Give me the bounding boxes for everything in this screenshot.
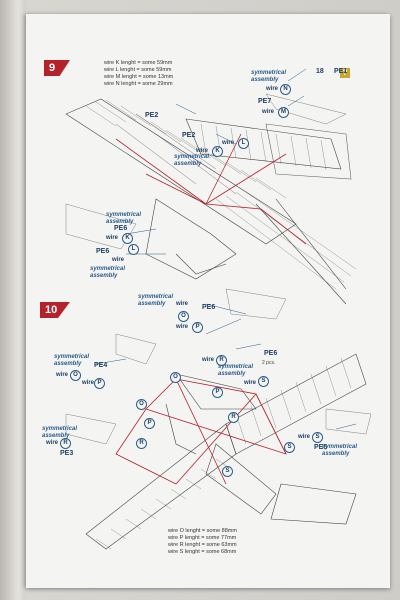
wire-o-marker: O (178, 311, 189, 322)
part-number: 18 (316, 68, 324, 75)
wire-legend-row: wire R lenght = some 63mm (168, 542, 237, 548)
wire-p-marker: P (94, 378, 105, 389)
wire-label: wire (222, 140, 235, 146)
wire-label: wire (56, 372, 69, 378)
wire-label: wire (196, 148, 209, 154)
symmetrical-assembly-label: symmetrical assembly (218, 364, 254, 377)
wire-label: wire (46, 440, 59, 446)
wire-legend-row: wire M lenght = some 13mm (104, 74, 174, 80)
wire-s-marker: S (222, 466, 233, 477)
wire-r-marker: R (216, 355, 227, 366)
wire-label: wire (262, 109, 275, 115)
part-number: PE6 (96, 248, 110, 255)
wire-label: wire (176, 324, 189, 330)
wire-legend-row: wire O lenght = some 88mm (168, 528, 237, 534)
wire-o-marker: O (170, 372, 181, 383)
wire-l-marker: L (128, 244, 139, 255)
wing-frame-lower (85, 353, 367, 550)
part-number: PE3 (60, 450, 74, 457)
wire-n-marker: N (280, 84, 291, 95)
wire-r-marker: R (136, 438, 147, 449)
instruction-page: 9 wire K lenght = some 59mm wire L lengh… (26, 14, 390, 588)
part-number: PE6 (202, 304, 216, 311)
symmetrical-assembly-label: symmetrical assembly (138, 294, 174, 307)
part-number: PE6 (114, 225, 128, 232)
symmetrical-assembly-label: symmetrical assembly (322, 444, 358, 457)
wire-legend-row: wire S lenght = some 68mm (168, 549, 237, 555)
wire-label: wire (202, 357, 215, 363)
wire-legend-row: wire K lenght = some 59mm (104, 60, 173, 66)
wire-k-marker: K (122, 233, 133, 244)
wire-legend-step9: wire K lenght = some 59mm wire L lenght … (104, 60, 173, 88)
wire-s-marker: S (312, 432, 323, 443)
wing-frame-upper (65, 98, 352, 305)
wire-r-marker: R (60, 438, 71, 449)
symmetrical-assembly-label: symmetrical assembly (54, 354, 90, 367)
rigging-wires-step10 (115, 378, 287, 485)
symmetrical-assembly-label: symmetrical assembly (174, 154, 210, 167)
symmetrical-assembly-label: symmetrical assembly (90, 266, 126, 279)
wire-o-marker: O (136, 399, 147, 410)
wire-label: wire (244, 380, 257, 386)
part-number: PE7 (258, 98, 272, 105)
rigging-wires-step9 (115, 133, 307, 245)
part-number: PE2 (182, 132, 196, 139)
aircraft-diagram (65, 68, 372, 550)
symmetrical-assembly-label: symmetrical assembly (251, 70, 287, 83)
wire-label: wire (298, 434, 311, 440)
wire-legend-row: wire P lenght = some 77mm (168, 535, 237, 541)
wire-legend-row: wire L lenght = some 59mm (104, 67, 172, 73)
quantity-note: 2 pcs. (262, 360, 276, 366)
part-number: PE1 (334, 68, 348, 75)
wing-ribs-step10 (95, 357, 352, 550)
wire-s-marker: S (284, 442, 295, 453)
wire-o-marker: O (70, 370, 81, 381)
wire-p-marker: P (144, 418, 155, 429)
question-mark-icon: ? (340, 68, 350, 78)
symmetrical-assembly-label: symmetrical assembly (42, 426, 78, 439)
wire-p-marker: P (212, 387, 223, 398)
wire-label: wire (266, 86, 279, 92)
wire-p-marker: P (192, 322, 203, 333)
wire-label: wire (82, 380, 95, 386)
wire-label: wire (112, 257, 125, 263)
wire-l-marker: L (238, 138, 249, 149)
wire-s-marker: S (258, 376, 269, 387)
part-number: PE2 (145, 112, 159, 119)
wire-r-marker: R (228, 412, 239, 423)
symmetrical-assembly-label: symmetrical assembly (106, 212, 142, 225)
booklet-spine (0, 0, 26, 600)
wire-legend-step10: wire O lenght = some 88mm wire P lenght … (168, 528, 237, 556)
detail-sketches (65, 93, 372, 445)
part-number: PE6 (264, 350, 278, 357)
leader-lines (95, 68, 357, 430)
wire-k-marker: K (212, 146, 223, 157)
wire-label: wire (106, 235, 119, 241)
wire-legend-row: wire N lenght = some 29mm (104, 81, 173, 87)
wire-m-marker: M (278, 107, 289, 118)
wire-label: wire (176, 301, 189, 307)
part-number: PE5 (314, 444, 328, 451)
part-number: PE4 (94, 362, 108, 369)
